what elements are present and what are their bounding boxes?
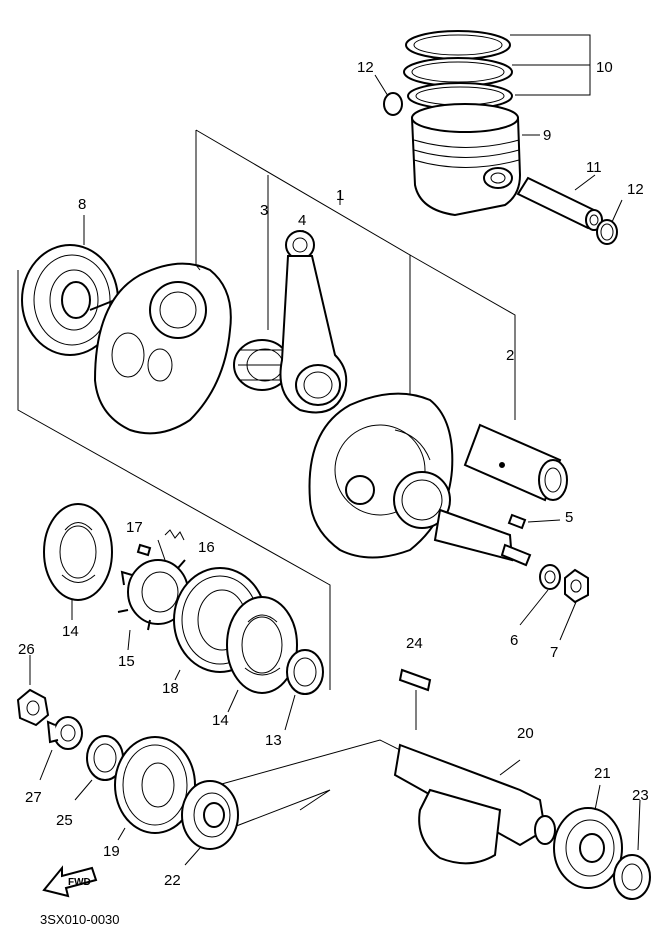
circlips: [374, 74, 623, 245]
retaining-plate-lower: [226, 596, 298, 713]
part-label-21: 21: [594, 765, 611, 782]
gear-holder: [117, 559, 189, 651]
thrust-washer: [284, 649, 324, 731]
piston: [410, 103, 540, 217]
part-label-20: 20: [517, 725, 534, 742]
part-label-12a: 12: [357, 59, 374, 76]
piston-pin: [516, 174, 603, 231]
part-label-16: 16: [198, 539, 215, 556]
part-label-17: 17: [126, 519, 143, 536]
washer-and-nut: [519, 564, 589, 641]
part-label-24: 24: [406, 635, 423, 652]
part-label-22: 22: [164, 872, 181, 889]
part-label-25: 25: [56, 812, 73, 829]
part-label-13: 13: [265, 732, 282, 749]
part-number-labels: 1 2 3 4 5 6 7 8 9 10 11 12 12 13 14 14 1…: [18, 59, 649, 889]
part-label-18: 18: [162, 680, 179, 697]
end-washer: [613, 799, 651, 900]
part-label-9: 9: [543, 127, 551, 144]
crank-drive-gear: [393, 471, 451, 529]
part-label-12b: 12: [627, 181, 644, 198]
piston-rings: [403, 30, 591, 110]
fwd-label: FWD: [68, 877, 91, 888]
part-label-26: 26: [18, 641, 35, 658]
part-label-7: 7: [550, 644, 558, 661]
part-label-15: 15: [118, 653, 135, 670]
crank-bearing-left: [21, 215, 119, 356]
pin-and-spring: [136, 529, 185, 561]
part-label-4: 4: [298, 212, 306, 229]
balancer-key: [398, 668, 432, 692]
needle-bearing: [233, 339, 292, 391]
part-label-11: 11: [586, 159, 602, 176]
part-label-10: 10: [596, 59, 613, 76]
drawing-code: 3SX010-0030: [40, 912, 120, 927]
retaining-plate-upper: [43, 503, 113, 620]
part-label-5: 5: [565, 509, 573, 526]
crank-web-right: [308, 392, 532, 567]
crank-pin: [463, 423, 568, 502]
part-label-1: 1: [336, 187, 344, 204]
part-label-6: 6: [510, 632, 518, 649]
connecting-rod: [279, 230, 348, 414]
part-label-3: 3: [260, 202, 268, 219]
part-label-19: 19: [103, 843, 120, 860]
part-label-2: 2: [506, 347, 514, 364]
part-label-27: 27: [25, 789, 42, 806]
part-label-14b: 14: [212, 712, 229, 729]
balancer-nut: [16, 655, 50, 727]
woodruff-key: [507, 513, 561, 530]
part-label-8: 8: [78, 196, 86, 213]
forward-direction-arrow: FWD: [42, 865, 98, 898]
balancer-bearing-right: [553, 784, 623, 889]
part-label-23: 23: [632, 787, 649, 804]
crank-web-left: [89, 262, 232, 435]
balancer-shaft: [393, 743, 556, 865]
balancer-bearing-left: [181, 780, 239, 866]
lock-washer: [39, 716, 83, 781]
part-label-14a: 14: [62, 623, 79, 640]
assembly-outline-lines: [17, 129, 516, 841]
